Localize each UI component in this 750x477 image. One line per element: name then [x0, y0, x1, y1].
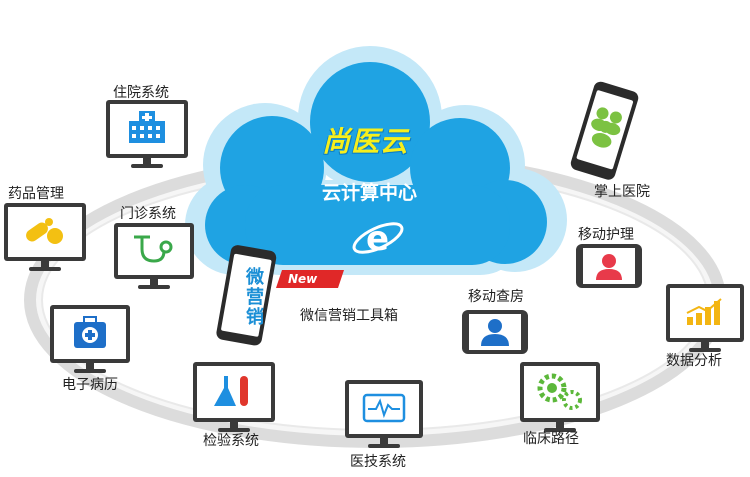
tablet-ward-round: [462, 310, 528, 354]
cloud-center-subtitle: 云计算中心: [322, 182, 418, 204]
tablet-mobile-nursing: [576, 244, 642, 288]
monitor-analytics: [666, 284, 744, 352]
label-emr: 电子病历: [62, 377, 118, 393]
label-lab: 检验系统: [203, 433, 259, 449]
monitor-emr: [50, 305, 130, 373]
medical-kit-icon: [74, 316, 106, 348]
ecg-monitor-icon: [362, 393, 406, 423]
label-ward-round: 移动查房: [468, 289, 524, 305]
cloud-shape: [205, 62, 547, 265]
monitor-pathway: [520, 362, 600, 432]
label-pathway: 临床路径: [523, 431, 579, 447]
pills-icon: [26, 218, 63, 244]
label-medtech: 医技系统: [350, 454, 406, 470]
nurse-icon: [596, 254, 622, 280]
monitor-outpatient: [114, 223, 194, 289]
label-mobile-nursing: 移动护理: [578, 227, 634, 243]
monitor-inpatient: [106, 100, 188, 168]
hospital-building-icon: [129, 111, 165, 143]
label-outpatient: 门诊系统: [120, 206, 176, 222]
svg-text:e: e: [366, 219, 389, 259]
new-badge: New: [288, 272, 318, 286]
wechat-label: 微信营销工具箱: [300, 308, 398, 324]
wechat-phone: [216, 245, 277, 346]
gears-icon: [537, 373, 582, 410]
new-badge-shape: [276, 270, 344, 288]
brand-title: 尚医云: [322, 125, 410, 158]
palm-phone: [570, 81, 639, 180]
label-inpatient: 住院系统: [113, 85, 169, 101]
label-analytics: 数据分析: [666, 353, 722, 369]
monitor-lab: [193, 362, 275, 432]
people-group-icon: [591, 107, 622, 148]
lab-flask-icon: [214, 376, 248, 406]
wechat-phone-text: 微营销: [246, 267, 264, 328]
doctor-icon: [481, 319, 509, 346]
e-logo-icon: e: [352, 219, 404, 259]
monitor-medtech: [345, 380, 423, 448]
stethoscope-icon: [134, 235, 173, 263]
monitor-pharmacy: [4, 203, 86, 271]
bar-chart-icon: [686, 298, 722, 325]
label-palm-hospital: 掌上医院: [594, 184, 650, 200]
label-pharmacy: 药品管理: [8, 186, 64, 202]
